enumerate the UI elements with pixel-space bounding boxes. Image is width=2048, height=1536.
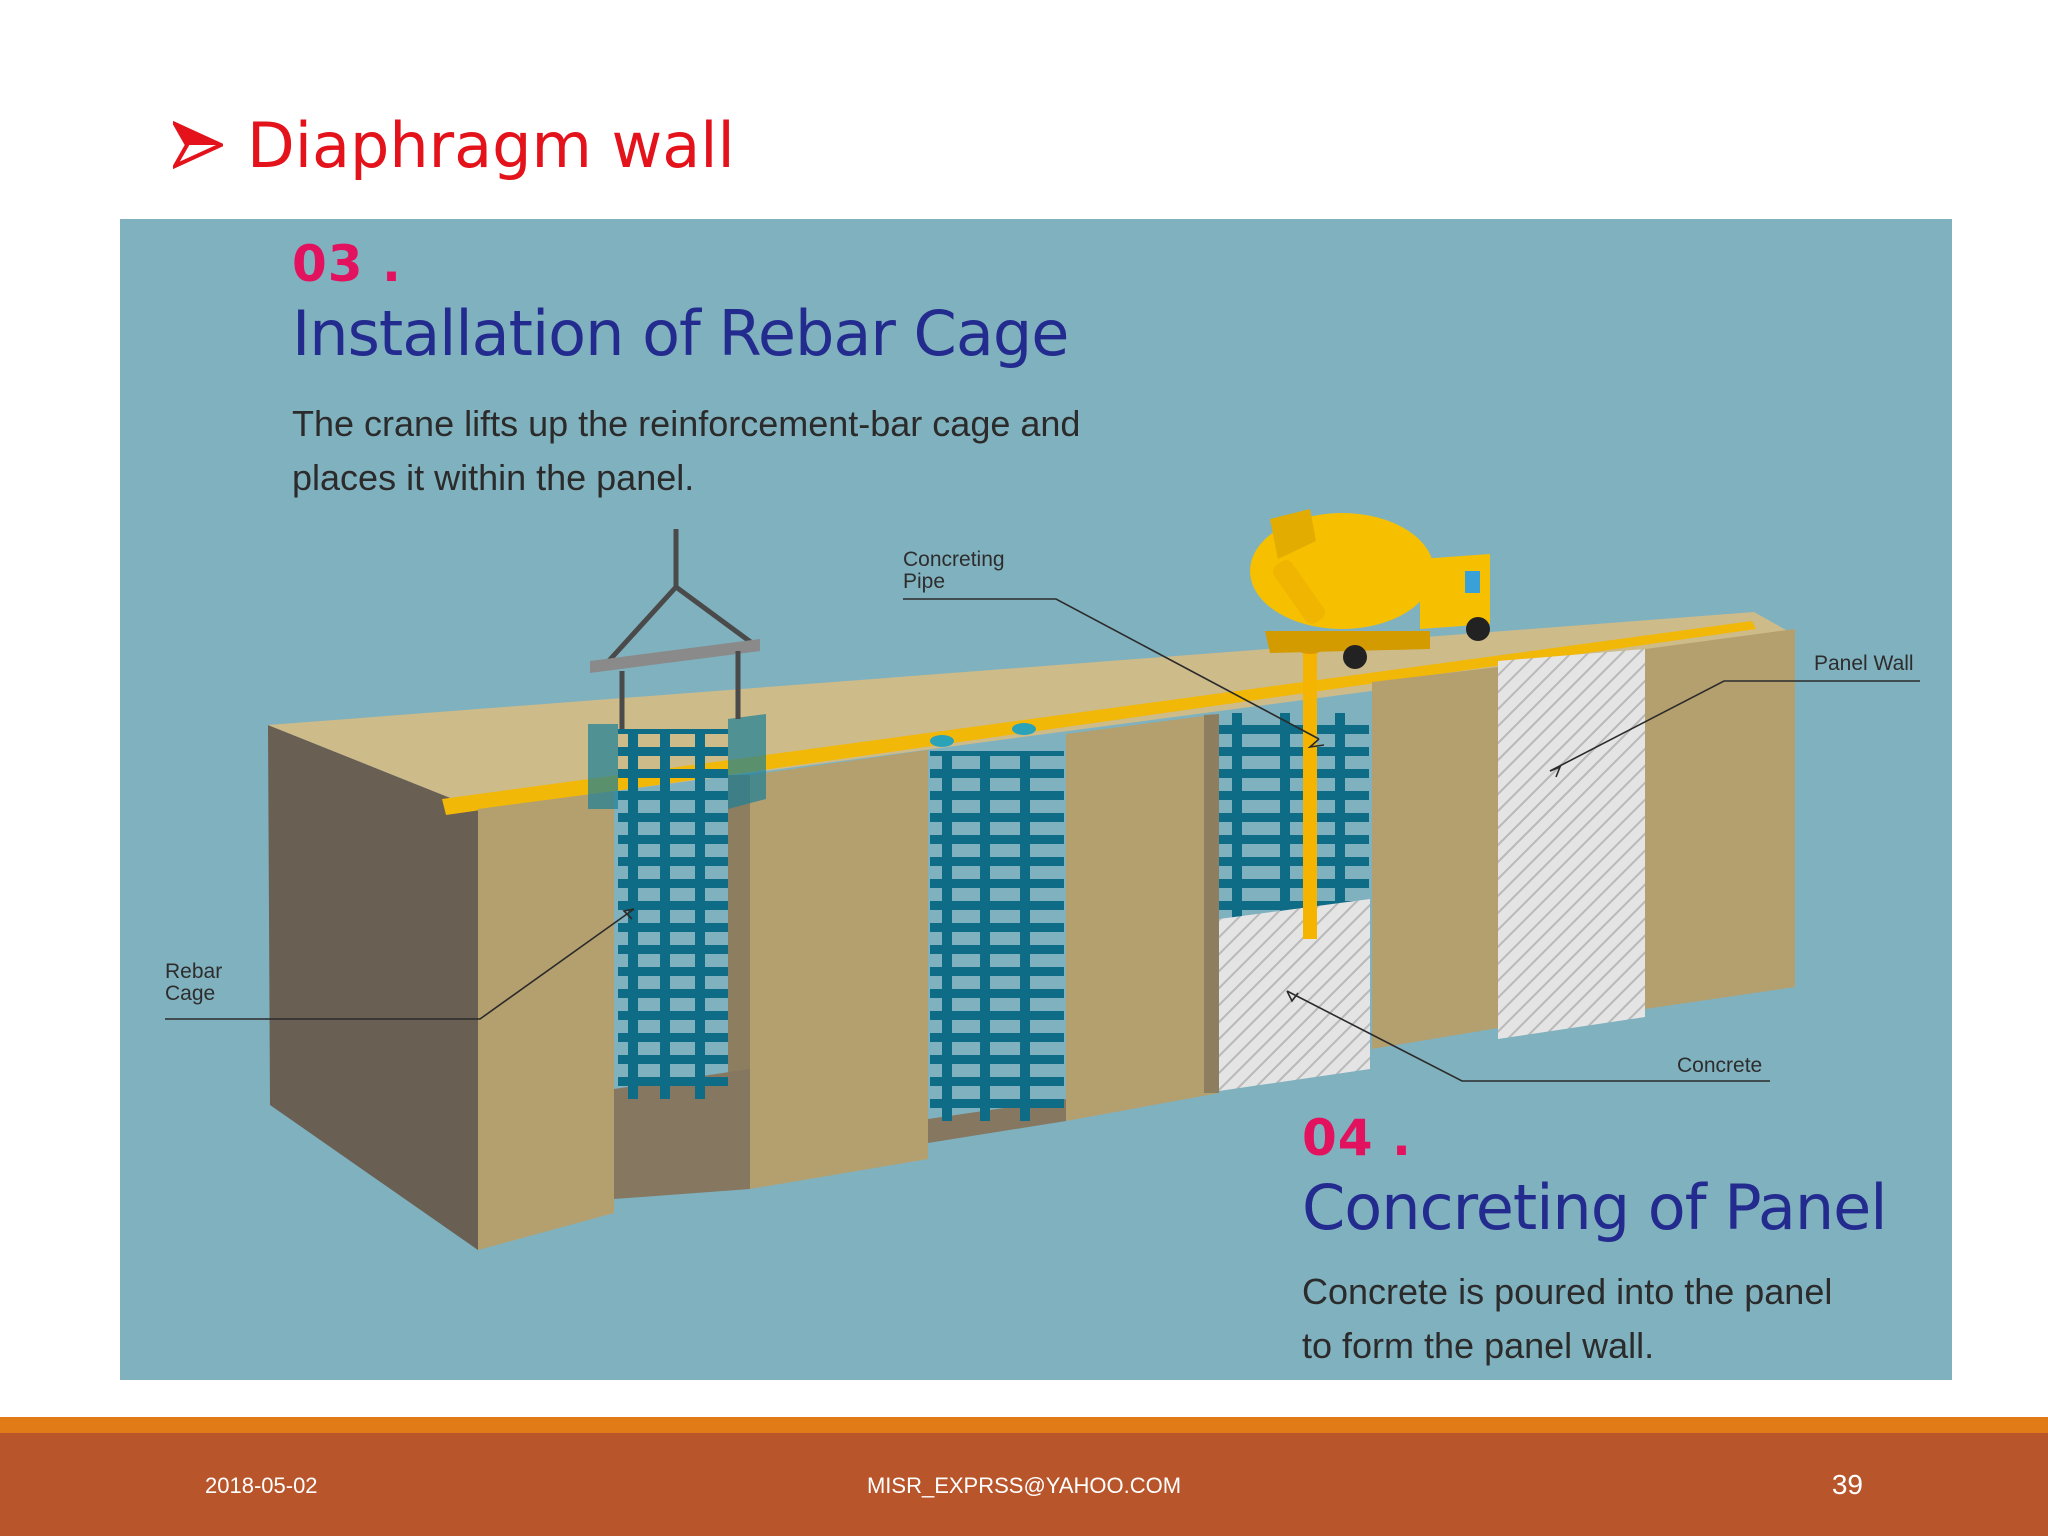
- step-3-number: 03 .: [292, 235, 402, 293]
- step-3-title: Installation of Rebar Cage: [292, 297, 1069, 370]
- step-3-description: The crane lifts up the reinforcement-bar…: [292, 403, 1081, 498]
- footer-accent-line: [0, 1417, 2048, 1433]
- step-4-description: Concrete is poured into the panel to for…: [1302, 1271, 1833, 1366]
- slide-title-text: Diaphragm wall: [247, 108, 735, 182]
- rebar-cage-concreting: [1219, 713, 1370, 1091]
- label-concrete: Concrete: [1677, 1054, 1763, 1077]
- panel-wall: [1498, 649, 1645, 1039]
- diaphragm-wall-illustration: [165, 509, 1920, 1250]
- footer-email: MISR_EXPRSS@YAHOO.COM: [866, 1473, 1182, 1498]
- crane-hook-icon: [590, 529, 760, 729]
- footer-page-number: 39: [1831, 1469, 1863, 1500]
- step-4-title: Concreting of Panel: [1302, 1171, 1888, 1244]
- rebar-cage-placed: [930, 723, 1064, 1121]
- rebar-cage-icon: [588, 714, 766, 1099]
- footer-date: 2018-05-02: [205, 1473, 318, 1498]
- diaphragm-wall-figure: 03 . Installation of Rebar Cage The cran…: [120, 219, 1952, 1380]
- arrowhead-bullet-icon: [173, 120, 223, 170]
- step-4-number: 04 .: [1302, 1109, 1412, 1167]
- slide-footer: 2018-05-02 MISR_EXPRSS@YAHOO.COM 39: [0, 1433, 2048, 1536]
- callout-lines: [165, 598, 1920, 1082]
- concrete-mixer-truck-icon: [1250, 509, 1490, 669]
- label-concreting-pipe: Concreting Pipe: [903, 548, 1005, 593]
- label-panel-wall: Panel Wall: [1814, 652, 1914, 675]
- slide-title: Diaphragm wall: [173, 100, 735, 190]
- label-rebar-cage: Rebar Cage: [165, 960, 223, 1005]
